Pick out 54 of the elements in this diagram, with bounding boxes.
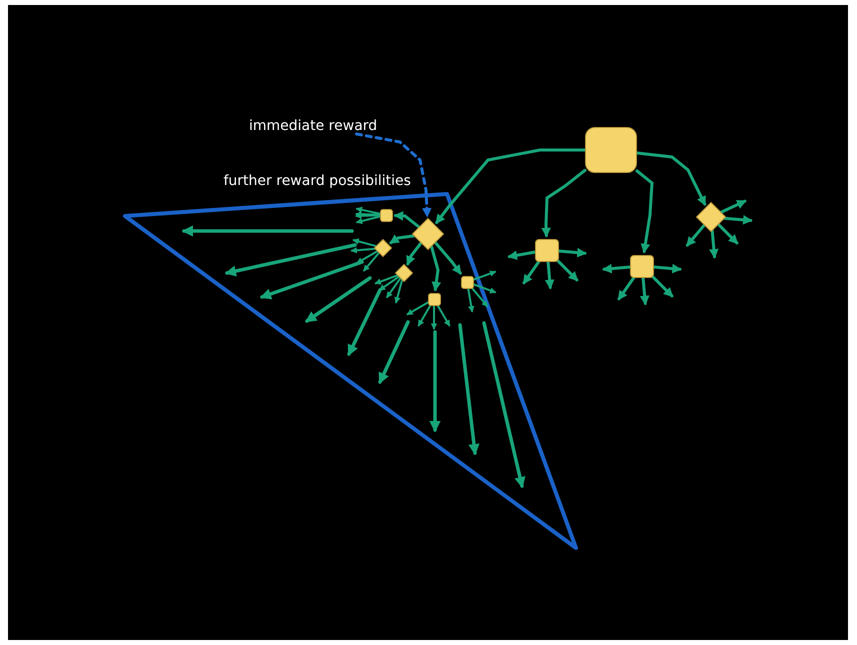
state-square	[630, 254, 654, 278]
arrow	[618, 276, 636, 300]
annotation-text: further reward possibilities	[224, 173, 411, 189]
arrow	[355, 212, 381, 220]
arrow	[434, 241, 462, 275]
arrow	[556, 260, 578, 282]
arrow	[356, 216, 381, 224]
dashed-arrow	[355, 132, 432, 218]
arrow	[544, 260, 554, 290]
arrow	[709, 228, 719, 259]
arrow	[652, 276, 674, 298]
arrow	[430, 304, 438, 330]
arrow	[472, 270, 496, 281]
arrow	[719, 200, 747, 214]
arrow	[363, 252, 380, 272]
arrow	[522, 260, 541, 284]
arrow	[467, 287, 474, 312]
arrow	[636, 169, 654, 254]
state-diamond	[696, 202, 726, 232]
state-diamond	[374, 239, 392, 257]
arrow	[471, 287, 488, 308]
arrow	[508, 250, 537, 260]
arrow	[636, 152, 706, 206]
arrow	[436, 304, 450, 326]
arrow	[386, 276, 402, 298]
arrow	[389, 234, 416, 244]
state-square	[535, 238, 559, 262]
arrow	[640, 276, 650, 306]
arrow	[355, 210, 381, 218]
arrow	[356, 206, 381, 215]
arrow	[394, 211, 420, 228]
arrow	[472, 283, 496, 294]
arrow	[406, 302, 429, 316]
arrow	[722, 215, 753, 225]
arrow	[557, 248, 587, 258]
arrow	[686, 223, 706, 247]
arrow	[541, 168, 586, 238]
arrow	[716, 222, 738, 244]
arrow	[378, 275, 400, 291]
annotation-text: immediate reward	[249, 118, 378, 134]
arrow	[350, 247, 376, 254]
arrow	[374, 274, 399, 285]
arrow	[356, 250, 379, 264]
arrow	[394, 278, 404, 304]
arrow	[602, 264, 632, 274]
arrow	[652, 264, 682, 274]
arrow	[406, 242, 422, 266]
arrow	[418, 304, 432, 326]
state-diamond	[412, 218, 444, 250]
arrow	[430, 245, 442, 292]
arrow	[435, 148, 586, 224]
state-diamond	[395, 264, 413, 282]
arrow	[352, 238, 378, 248]
state-square	[585, 127, 637, 173]
